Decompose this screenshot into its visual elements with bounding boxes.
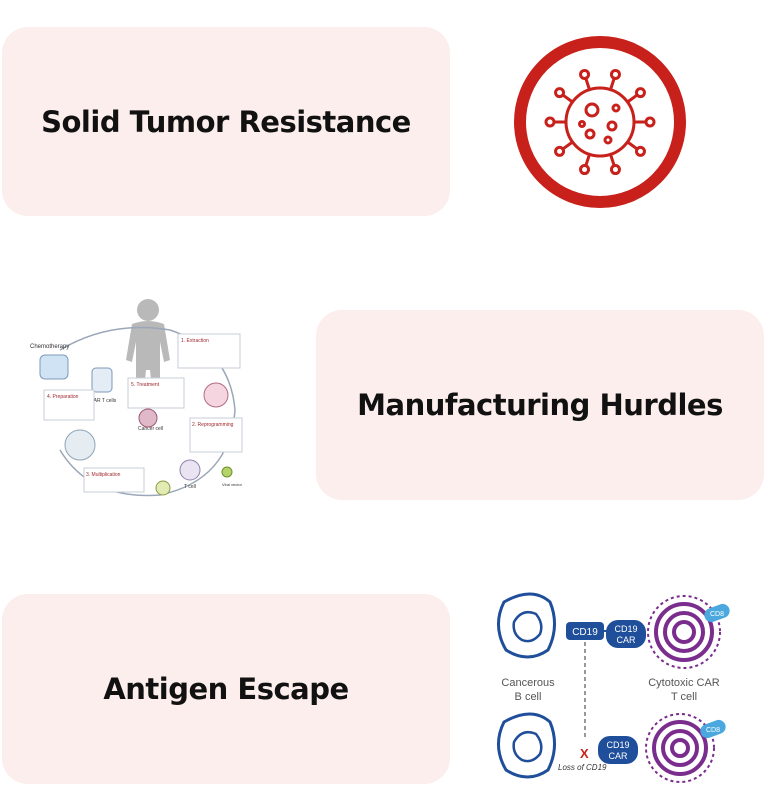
card-manufacturing-hurdles: Manufacturing Hurdles: [316, 310, 764, 500]
label-cd19-car-top: CD19: [614, 624, 637, 634]
badge-ring: [514, 36, 686, 208]
label-step4: 4. Preparation: [47, 394, 79, 400]
label-cytotoxic-car: Cytotoxic CAR: [648, 677, 720, 689]
label-cd8-bottom: CD8: [706, 727, 720, 734]
card-solid-tumor-resistance: Solid Tumor Resistance: [2, 27, 450, 216]
label-step3: 3. Multiplication: [86, 472, 121, 478]
virus-icon: [514, 36, 686, 208]
label-b-cell: B cell: [515, 691, 542, 703]
label-t-cell: T cell: [184, 484, 196, 490]
label-step5: 5. Treatment: [131, 382, 160, 388]
label-car-t-cells: CAR T cells: [90, 398, 117, 404]
card-title-antigen-escape: Antigen Escape: [103, 672, 349, 706]
cd19-car-bottom: [598, 736, 638, 764]
label-cancer-cell: Cancer cell: [138, 426, 163, 432]
virus-badge: [512, 34, 688, 210]
card-title-solid-tumor: Solid Tumor Resistance: [41, 104, 411, 139]
car-t-cell-bottom: [645, 713, 715, 783]
cancerous-b-cell-top: [497, 592, 556, 659]
cancerous-b-cell-bottom: [497, 712, 556, 779]
label-step1: 1. Extraction: [181, 338, 209, 344]
label-step2: 2. Reprogramming: [192, 422, 234, 428]
card-title-manufacturing: Manufacturing Hurdles: [357, 388, 723, 422]
label-viral-vector: Viral vector: [222, 482, 243, 487]
label-cd19-car-bottom: CD19: [606, 740, 629, 750]
label-car-top: CAR: [616, 635, 636, 645]
label-car-bottom: CAR: [608, 751, 628, 761]
label-t-cell: T cell: [671, 691, 697, 703]
car-t-process-diagram: Chemotherapy CAR T cells 1. Extraction 5…: [20, 290, 260, 515]
car-t-cell-top: [647, 595, 721, 669]
cd8-top: [704, 603, 730, 623]
x-mark-icon: X: [580, 746, 589, 761]
antigen-escape-diagram: CD19 CD19 CAR CD8 Cancerous B cell Cytot…: [488, 582, 763, 786]
label-cancerous: Cancerous: [501, 677, 555, 689]
label-cd19: CD19: [572, 627, 598, 638]
card-antigen-escape: Antigen Escape: [2, 594, 450, 784]
label-loss-of-cd19: Loss of CD19: [558, 763, 607, 772]
cd8-bottom: [700, 719, 726, 739]
label-cd8-top: CD8: [710, 611, 724, 618]
label-chemotherapy: Chemotherapy: [30, 344, 69, 350]
cd19-car-top: [606, 620, 646, 648]
cd19-marker: [566, 622, 604, 640]
